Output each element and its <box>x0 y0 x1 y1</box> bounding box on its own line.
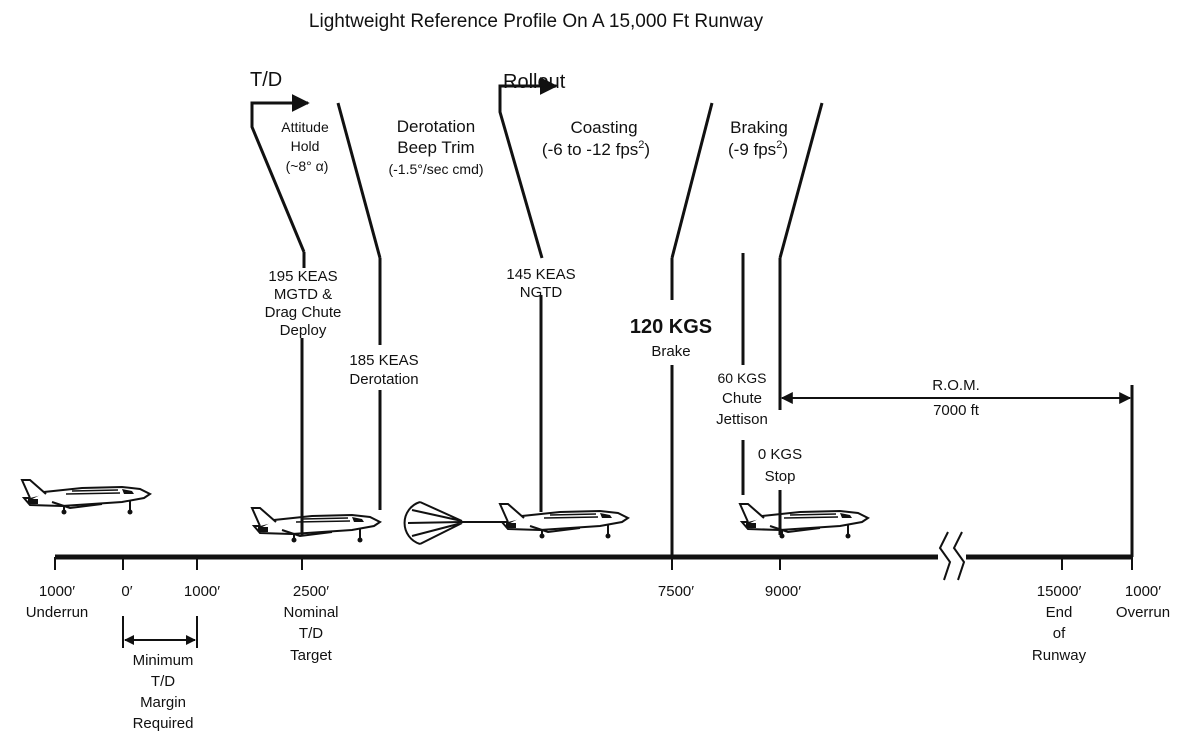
orbiter-icon <box>21 479 151 516</box>
svg-text:185 KEAS: 185 KEAS <box>349 352 418 369</box>
svg-text:(-9 fps2): (-9 fps2) <box>728 139 788 159</box>
mark-nominal: 2500′ Nominal T/D Target <box>283 583 338 664</box>
svg-text:Derotation: Derotation <box>349 371 418 388</box>
svg-text:0 KGS: 0 KGS <box>758 446 802 463</box>
orbiter-icon <box>739 503 869 540</box>
svg-text:Target: Target <box>290 647 333 664</box>
runway-ticks <box>54 557 1133 570</box>
minimum-margin: Minimum T/D Margin Required <box>122 616 198 732</box>
svg-text:Braking: Braking <box>730 118 788 137</box>
svg-text:Overrun: Overrun <box>1116 604 1170 621</box>
svg-text:Runway: Runway <box>1032 647 1087 664</box>
svg-text:15000′: 15000′ <box>1037 583 1082 600</box>
svg-text:NGTD: NGTD <box>520 284 563 301</box>
svg-text:Hold: Hold <box>291 138 320 154</box>
jettison-event-label: 60 KGS Chute Jettison <box>716 370 768 428</box>
ngtd-event-label: 145 KEAS NGTD <box>506 266 575 301</box>
brake-event-label: 120 KGS Brake <box>630 316 712 360</box>
mgtd-event-label: 195 KEAS MGTD & Drag Chute Deploy <box>265 268 342 339</box>
rollout-label: Rollout <box>503 71 566 93</box>
svg-text:(~8° α): (~8° α) <box>286 158 329 174</box>
mark-underrun: 1000′ Underrun <box>26 583 89 621</box>
svg-text:Jettison: Jettison <box>716 411 768 428</box>
drag-chute-icon <box>403 501 505 545</box>
braking-phase-bracket <box>670 102 824 557</box>
svg-text:Derotation: Derotation <box>397 117 475 136</box>
svg-text:T/D: T/D <box>299 625 323 642</box>
svg-text:MGTD &: MGTD & <box>274 286 332 303</box>
td-label: T/D <box>250 69 282 91</box>
svg-text:Brake: Brake <box>651 343 690 360</box>
svg-text:145 KEAS: 145 KEAS <box>506 266 575 283</box>
svg-text:60 KGS: 60 KGS <box>717 370 766 386</box>
svg-text:1000′: 1000′ <box>1125 583 1161 600</box>
svg-text:Coasting: Coasting <box>570 118 637 137</box>
diagram-title: Lightweight Reference Profile On A 15,00… <box>309 11 764 32</box>
svg-text:195 KEAS: 195 KEAS <box>268 268 337 285</box>
svg-text:(-6 to -12 fps2): (-6 to -12 fps2) <box>542 139 650 159</box>
svg-text:Stop: Stop <box>765 468 796 485</box>
svg-text:Margin: Margin <box>140 694 186 711</box>
braking-label: Braking (-9 fps2) <box>728 118 788 159</box>
mark-end-of-runway: 15000′ End of Runway <box>1032 583 1087 664</box>
mark-overrun: 1000′ Overrun <box>1116 583 1170 621</box>
svg-text:2500′: 2500′ <box>293 583 329 600</box>
derotation-event-label: 185 KEAS Derotation <box>349 352 418 388</box>
svg-text:Required: Required <box>133 715 194 732</box>
svg-text:Underrun: Underrun <box>26 604 89 621</box>
svg-text:120 KGS: 120 KGS <box>630 316 712 338</box>
orbiter-icon <box>251 507 381 544</box>
svg-text:Drag Chute: Drag Chute <box>265 304 342 321</box>
svg-text:of: of <box>1053 625 1066 642</box>
mark-1000: 1000′ <box>184 583 220 600</box>
svg-text:Attitude: Attitude <box>281 119 329 135</box>
svg-text:Deploy: Deploy <box>280 322 327 339</box>
svg-text:1000′: 1000′ <box>39 583 75 600</box>
svg-text:Chute: Chute <box>722 390 762 407</box>
svg-text:Minimum: Minimum <box>133 652 194 669</box>
orbiter-icon <box>499 503 629 540</box>
rom-dimension: R.O.M. 7000 ft <box>780 377 1134 557</box>
mark-7500: 7500′ <box>658 583 694 600</box>
runway-break-icon <box>938 531 966 581</box>
svg-text:(-1.5°/sec cmd): (-1.5°/sec cmd) <box>388 161 483 177</box>
mark-zero: 0′ <box>121 583 132 600</box>
coasting-label: Coasting (-6 to -12 fps2) <box>542 118 650 159</box>
rom-distance: 7000 ft <box>933 402 980 419</box>
svg-text:T/D: T/D <box>151 673 175 690</box>
mark-9000: 9000′ <box>765 583 801 600</box>
derotation-trim-label: Derotation Beep Trim (-1.5°/sec cmd) <box>388 117 483 177</box>
rollout-phase-bracket: Rollout <box>498 71 566 512</box>
td-phase-bracket: T/D <box>250 69 382 535</box>
svg-text:Nominal: Nominal <box>283 604 338 621</box>
stop-event-label: 0 KGS Stop <box>758 446 802 485</box>
attitude-hold-label: Attitude Hold (~8° α) <box>281 119 329 174</box>
svg-text:End: End <box>1046 604 1073 621</box>
rom-label: R.O.M. <box>932 377 980 394</box>
svg-text:Beep Trim: Beep Trim <box>397 138 474 157</box>
